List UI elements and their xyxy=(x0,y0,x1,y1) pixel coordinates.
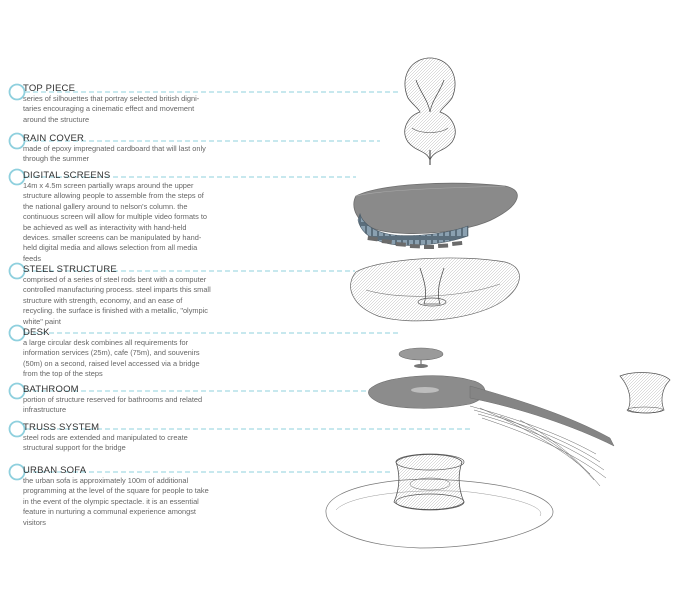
label-bathroom: BATHROOM portion of structure reserved f… xyxy=(23,384,213,416)
leader-circle xyxy=(8,168,26,186)
layer-description: made of epoxy impregnated cardboard that… xyxy=(23,144,206,164)
layer-description: the urban sofa is approximately 100m of … xyxy=(23,476,209,527)
bathroom-illustration xyxy=(368,375,615,447)
leader-circle xyxy=(8,132,26,150)
label-truss-system: TRUSS SYSTEM steel rods are extended and… xyxy=(23,422,213,454)
layer-title: STEEL STRUCTURE xyxy=(23,264,117,275)
layer-title: DIGITAL SCREENS xyxy=(23,170,111,181)
label-steel-structure: STEEL STRUCTURE comprised of a series of… xyxy=(23,264,213,327)
layer-description: series of silhouettes that portray selec… xyxy=(23,94,200,124)
leader-circle xyxy=(8,324,26,342)
rain-cover-illustration xyxy=(353,182,518,234)
leader-circle xyxy=(8,83,26,101)
layer-description: comprised of a series of steel rods bent… xyxy=(23,275,211,326)
layer-title: URBAN SOFA xyxy=(23,465,87,476)
layer-title: TRUSS SYSTEM xyxy=(23,422,100,433)
label-urban-sofa: URBAN SOFA the urban sofa is approximate… xyxy=(23,465,213,528)
label-digital-screens: DIGITAL SCREENS 14m x 4.5m screen partia… xyxy=(23,170,213,264)
label-rain-cover: RAIN COVER made of epoxy impregnated car… xyxy=(23,133,213,165)
layer-description: 14m x 4.5m screen partially wraps around… xyxy=(23,181,208,263)
layer-description: steel rods are extended and manipulated … xyxy=(23,433,188,453)
layer-title: RAIN COVER xyxy=(23,133,85,144)
label-desk: DESK a large circular desk combines all … xyxy=(23,327,213,380)
leader-circle xyxy=(8,463,26,481)
urban-sofa-illustration xyxy=(325,453,554,549)
layer-title: DESK xyxy=(23,327,50,338)
layer-description: portion of structure reserved for bathro… xyxy=(23,395,203,415)
steel-structure-illustration xyxy=(350,257,520,322)
layer-title: TOP PIECE xyxy=(23,83,76,94)
layer-title: BATHROOM xyxy=(23,384,79,395)
top-piece-illustration xyxy=(404,57,456,165)
truss-system-illustration xyxy=(469,405,607,487)
label-top-piece: TOP PIECE series of silhouettes that por… xyxy=(23,83,213,125)
leader-circle xyxy=(8,420,26,438)
leader-lines xyxy=(8,83,470,481)
digital-screens-illustration xyxy=(357,212,469,249)
leader-circle xyxy=(8,262,26,280)
bathroom-module-illustration xyxy=(619,372,671,414)
layer-description: a large circular desk combines all requi… xyxy=(23,338,200,379)
leader-circle xyxy=(8,382,26,400)
desk-illustration xyxy=(398,347,444,368)
